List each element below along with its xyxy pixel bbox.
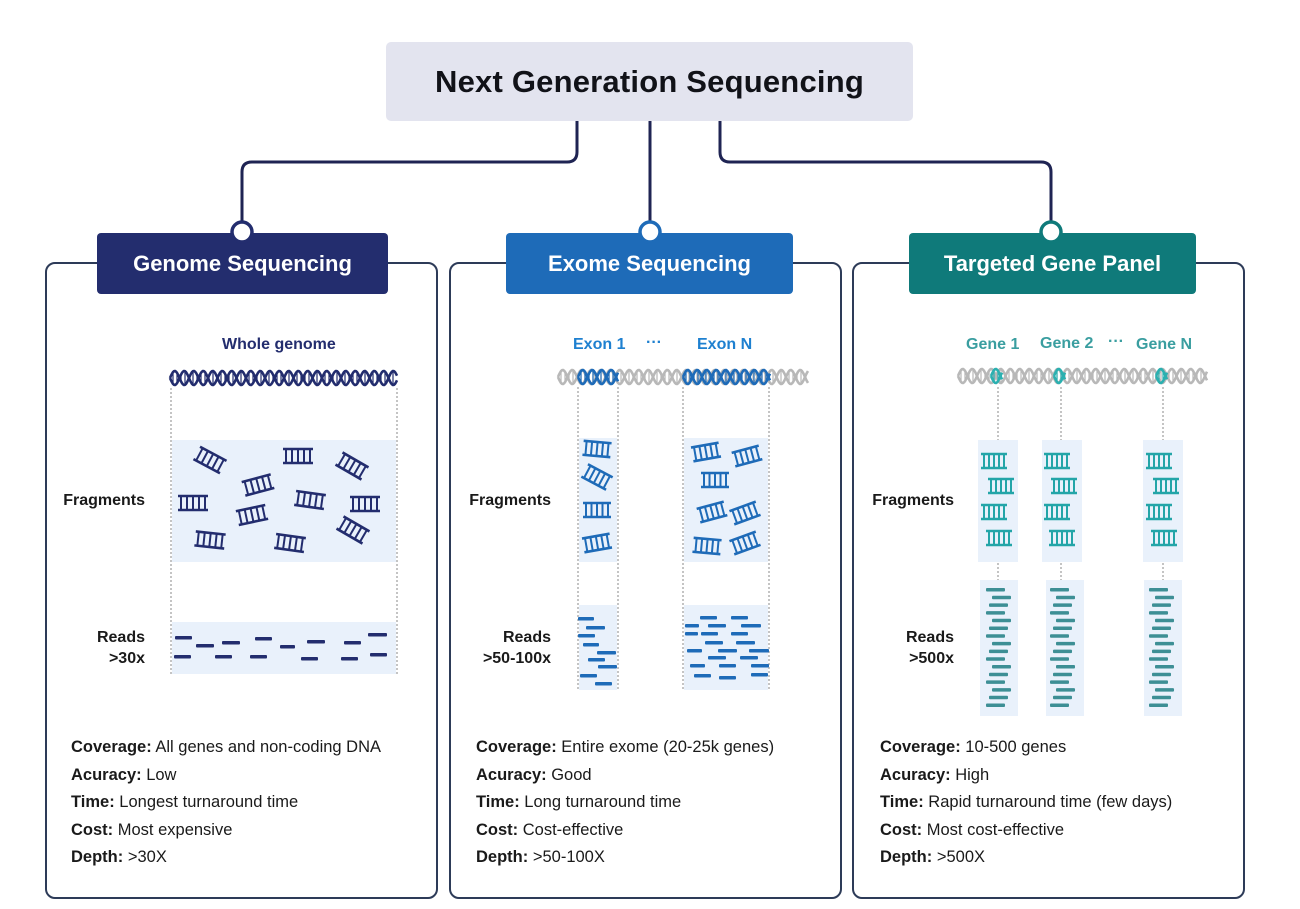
genome-reads-depth: >30x [108, 650, 145, 667]
info-time: Time: Longest turnaround time [71, 793, 299, 812]
exome-header-label: Exome Sequencing [548, 250, 751, 276]
exome-info: Coverage: Entire exome (20-25k genes) Ac… [476, 734, 774, 872]
gene-2-label: Gene 2 [1040, 335, 1094, 352]
info-accuracy: Acuracy: High [880, 765, 990, 784]
genome-card [45, 262, 438, 899]
genome-info: Coverage: All genes and non-coding DNA A… [71, 734, 381, 872]
info-accuracy: Acuracy: Low [71, 765, 177, 784]
exome-fragments-label: Fragments [469, 492, 551, 509]
whole-genome-label: Whole genome [222, 336, 336, 353]
exome-reads-title: Reads [502, 629, 551, 646]
info-time: Time: Rapid turnaround time (few days) [880, 793, 1173, 812]
exome-header: Exome Sequencing [506, 233, 793, 294]
connector-genome [240, 121, 579, 232]
exon-ellipsis: ··· [646, 334, 662, 351]
genome-fragments-label: Fragments [63, 492, 145, 509]
targeted-header-label: Targeted Gene Panel [943, 250, 1162, 276]
diagram-title: Next Generation Sequencing [435, 63, 864, 99]
genome-reads-title: Reads [96, 629, 145, 646]
gene-ellipsis: ··· [1108, 333, 1124, 350]
genome-header: Genome Sequencing [97, 233, 388, 294]
info-coverage: Coverage: All genes and non-coding DNA [71, 738, 382, 756]
info-depth: Depth: >30X [71, 848, 167, 867]
info-cost: Cost: Cost-effective [476, 820, 624, 839]
info-time: Time: Long turnaround time [476, 793, 682, 812]
title-box: Next Generation Sequencing [386, 42, 913, 121]
targeted-reads-depth: >500x [909, 650, 954, 667]
exome-reads-depth: >50-100x [482, 650, 551, 667]
exome-card [449, 262, 842, 899]
connector-lines [240, 121, 1053, 232]
targeted-fragments-label: Fragments [872, 492, 954, 509]
connector-targeted [718, 121, 1053, 232]
targeted-header: Targeted Gene Panel [909, 233, 1196, 294]
info-depth: Depth: >500X [880, 848, 986, 867]
genome-reads-label: Reads >30x [50, 627, 145, 669]
info-depth: Depth: >50-100X [476, 848, 605, 867]
exome-reads-label: Reads >50-100x [455, 627, 551, 669]
info-accuracy: Acuracy: Good [476, 765, 592, 784]
info-coverage: Coverage: 10-500 genes [880, 738, 1067, 756]
gene-n-label: Gene N [1136, 336, 1193, 353]
info-cost: Cost: Most cost-effective [880, 820, 1065, 839]
targeted-info: Coverage: 10-500 genes Acuracy: High Tim… [880, 734, 1172, 872]
info-coverage: Coverage: Entire exome (20-25k genes) [476, 738, 775, 756]
exon-n-label: Exon N [697, 336, 753, 353]
exon-1-label: Exon 1 [573, 336, 626, 353]
targeted-reads-label: Reads >500x [858, 627, 954, 669]
info-cost: Cost: Most expensive [71, 820, 233, 839]
targeted-reads-title: Reads [905, 629, 954, 646]
gene-1-label: Gene 1 [966, 336, 1020, 353]
genome-header-label: Genome Sequencing [133, 250, 352, 276]
